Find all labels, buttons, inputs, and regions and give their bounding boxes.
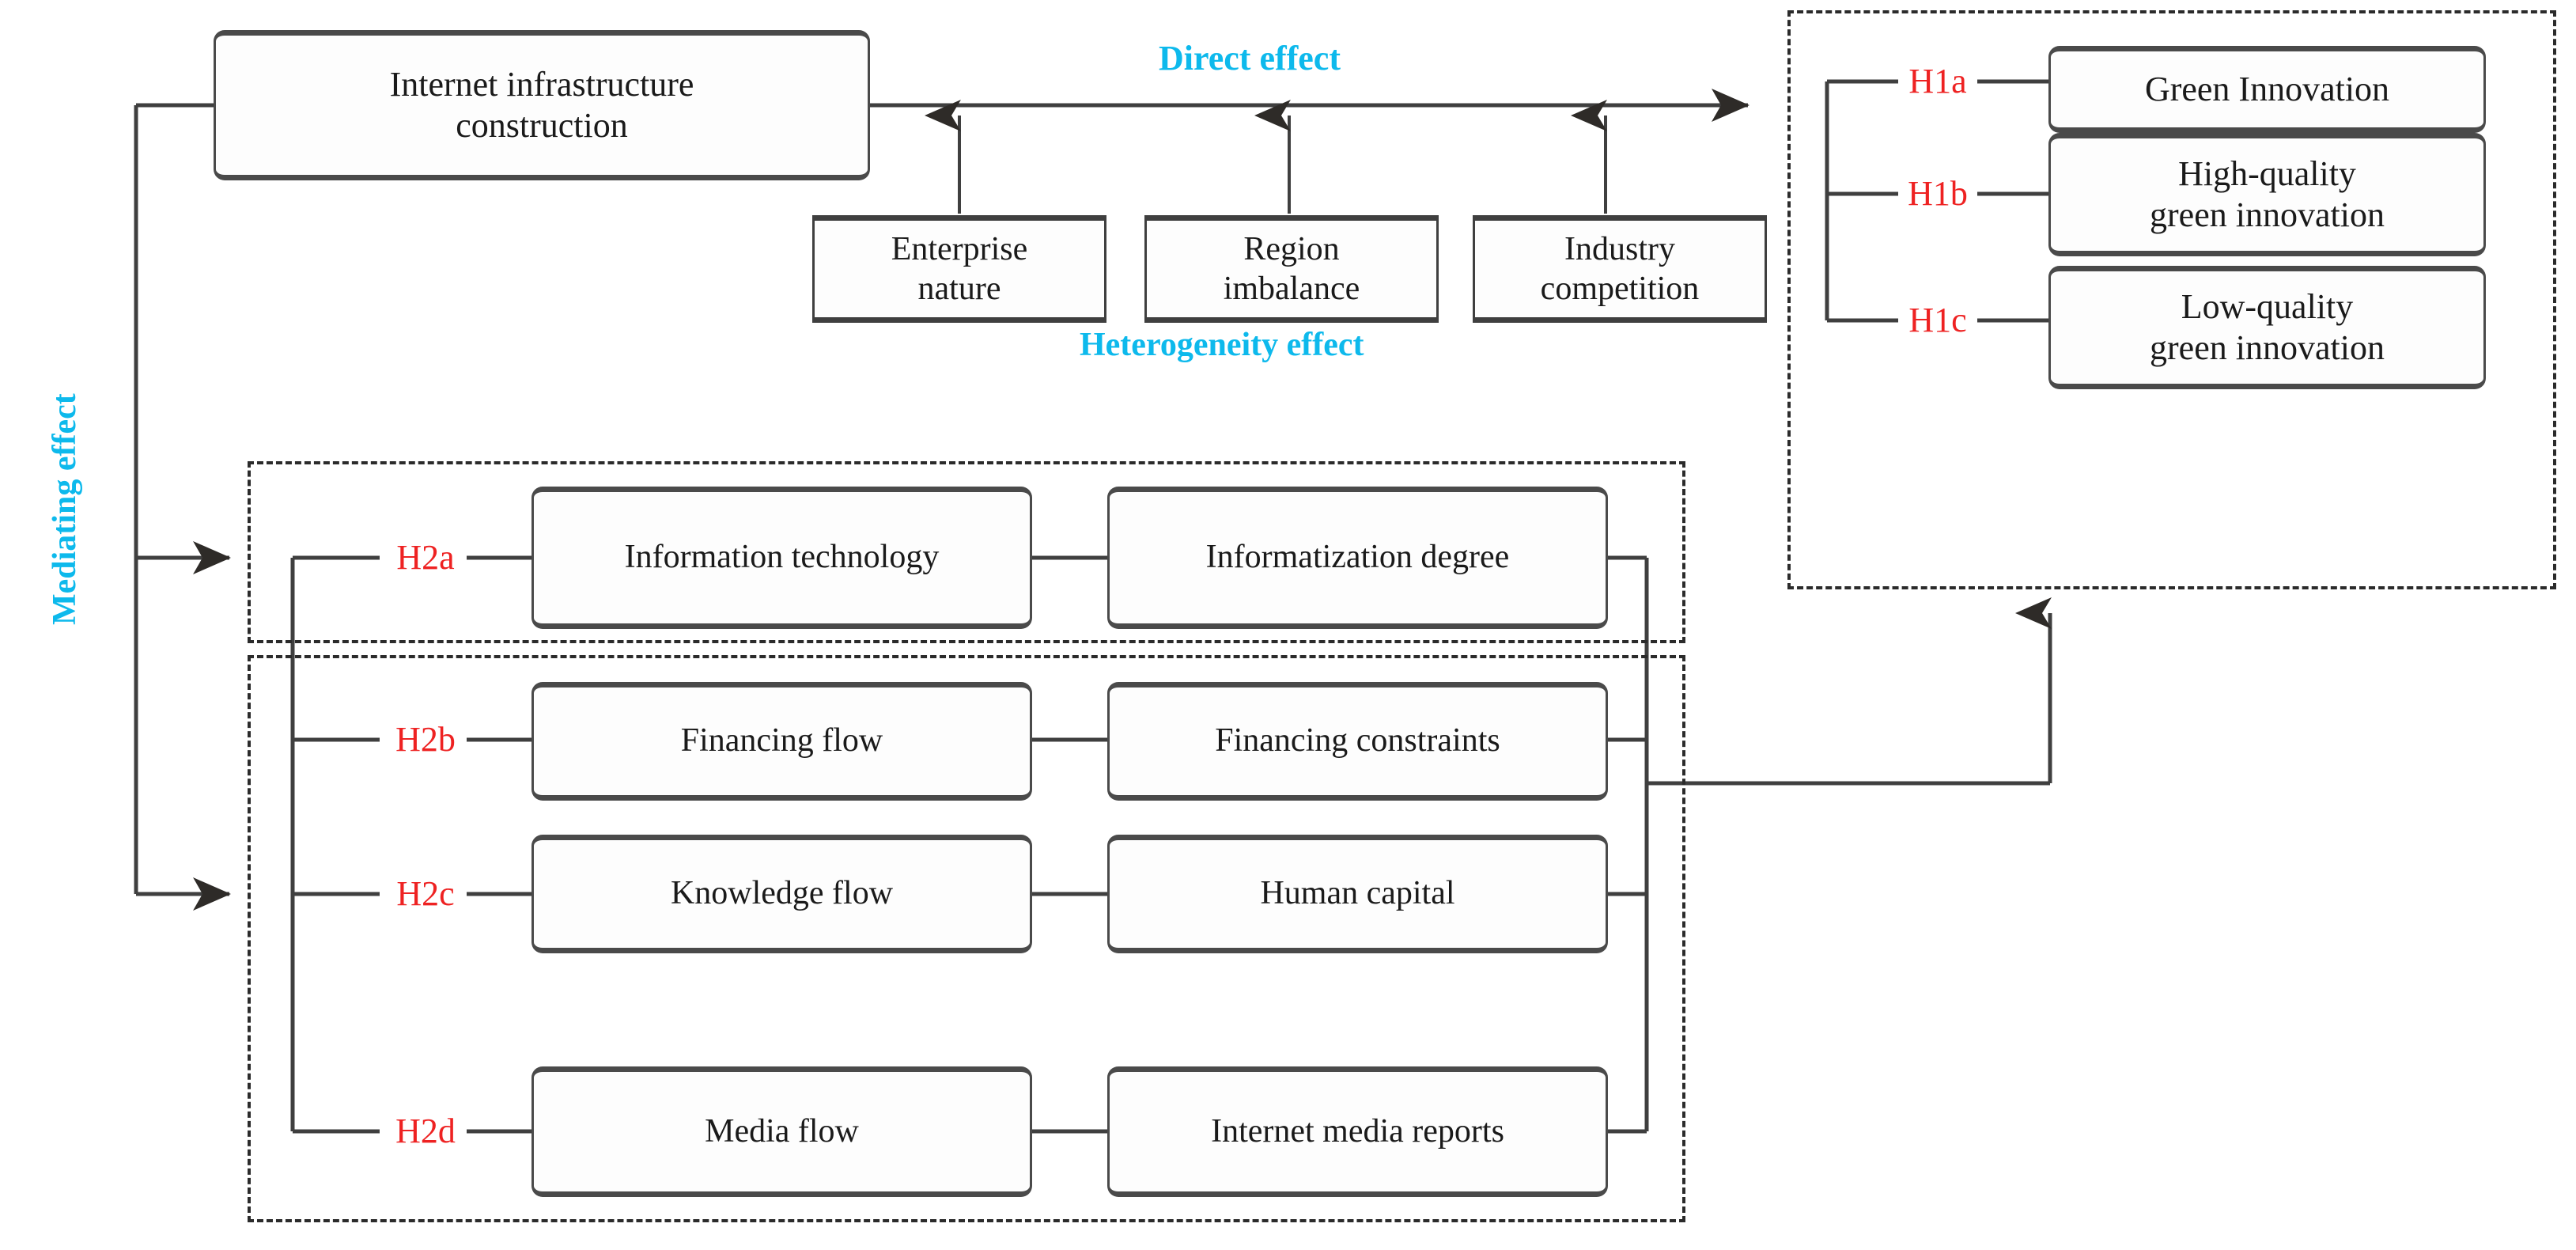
hypothesis-label-h1a: H1a bbox=[1908, 62, 1967, 100]
outcome-0-line1: Green Innovation bbox=[2144, 70, 2390, 109]
hypothesis-label-h2a: H2a bbox=[396, 538, 455, 577]
hypothesis-label-h2d: H2d bbox=[395, 1112, 456, 1150]
mediator-b1-name: Knowledge flow bbox=[670, 875, 894, 912]
measure-b1-name: Human capital bbox=[1260, 875, 1455, 912]
mediator-b0-name: Financing flow bbox=[680, 722, 883, 759]
mediator-group-b-panel bbox=[248, 655, 1685, 1222]
mediator-b2-name: Media flow bbox=[705, 1112, 859, 1150]
moderator-2-line2: competition bbox=[1540, 271, 1700, 307]
outcome-2-line1: Low-quality bbox=[2181, 287, 2354, 327]
outcome-box-green-innovation: Green Innovation bbox=[2048, 46, 2486, 133]
independent-variable-line1: Internet infrastructure bbox=[389, 65, 694, 104]
outcome-box-low-quality-green-innovation: Low-quality green innovation bbox=[2048, 266, 2486, 389]
measure-box-internet-media-reports: Internet media reports bbox=[1107, 1066, 1608, 1197]
mediating-effect-label: Mediating effect bbox=[47, 393, 83, 625]
measure-a0-name: Informatization degree bbox=[1205, 539, 1510, 576]
hypothesis-label-h2b: H2b bbox=[395, 720, 456, 759]
mediator-box-information-technology: Information technology bbox=[531, 487, 1032, 629]
mediator-box-financing-flow: Financing flow bbox=[531, 682, 1032, 801]
outcome-2-line2: green innovation bbox=[2150, 328, 2385, 367]
mediator-box-media-flow: Media flow bbox=[531, 1066, 1032, 1197]
direct-effect-label: Direct effect bbox=[1159, 39, 1341, 78]
mediator-box-knowledge-flow: Knowledge flow bbox=[531, 835, 1032, 953]
independent-variable-box: Internet infrastructure construction bbox=[214, 30, 870, 180]
independent-variable-line2: construction bbox=[456, 106, 628, 145]
moderator-2-line1: Industry bbox=[1564, 230, 1675, 267]
heterogeneity-effect-label: Heterogeneity effect bbox=[1080, 327, 1364, 363]
outcome-box-high-quality-green-innovation: High-quality green innovation bbox=[2048, 133, 2486, 256]
mediator-a0-name: Information technology bbox=[624, 539, 940, 576]
measure-b0-name: Financing constraints bbox=[1215, 722, 1500, 759]
hypothesis-label-h2c: H2c bbox=[396, 874, 455, 913]
moderator-1-line2: imbalance bbox=[1223, 271, 1360, 307]
outcome-1-line2: green innovation bbox=[2150, 195, 2385, 234]
measure-box-financing-constraints: Financing constraints bbox=[1107, 682, 1608, 801]
moderator-0-line1: Enterprise bbox=[891, 230, 1028, 267]
mediator-group-a-panel bbox=[248, 461, 1685, 643]
hypothesis-label-h1c: H1c bbox=[1908, 301, 1967, 339]
moderator-box-region-imbalance: Region imbalance bbox=[1144, 215, 1439, 323]
outcomes-group-panel bbox=[1787, 10, 2556, 589]
moderator-box-industry-competition: Industry competition bbox=[1473, 215, 1767, 323]
measure-b2-name: Internet media reports bbox=[1211, 1112, 1504, 1150]
moderator-0-line2: nature bbox=[917, 271, 1001, 307]
hypothesis-label-h1b: H1b bbox=[1908, 174, 1968, 213]
measure-box-human-capital: Human capital bbox=[1107, 835, 1608, 953]
moderator-box-enterprise-nature: Enterprise nature bbox=[812, 215, 1106, 323]
moderator-1-line1: Region bbox=[1243, 230, 1340, 267]
outcome-1-line1: High-quality bbox=[2178, 154, 2356, 194]
measure-box-informatization-degree: Informatization degree bbox=[1107, 487, 1608, 629]
